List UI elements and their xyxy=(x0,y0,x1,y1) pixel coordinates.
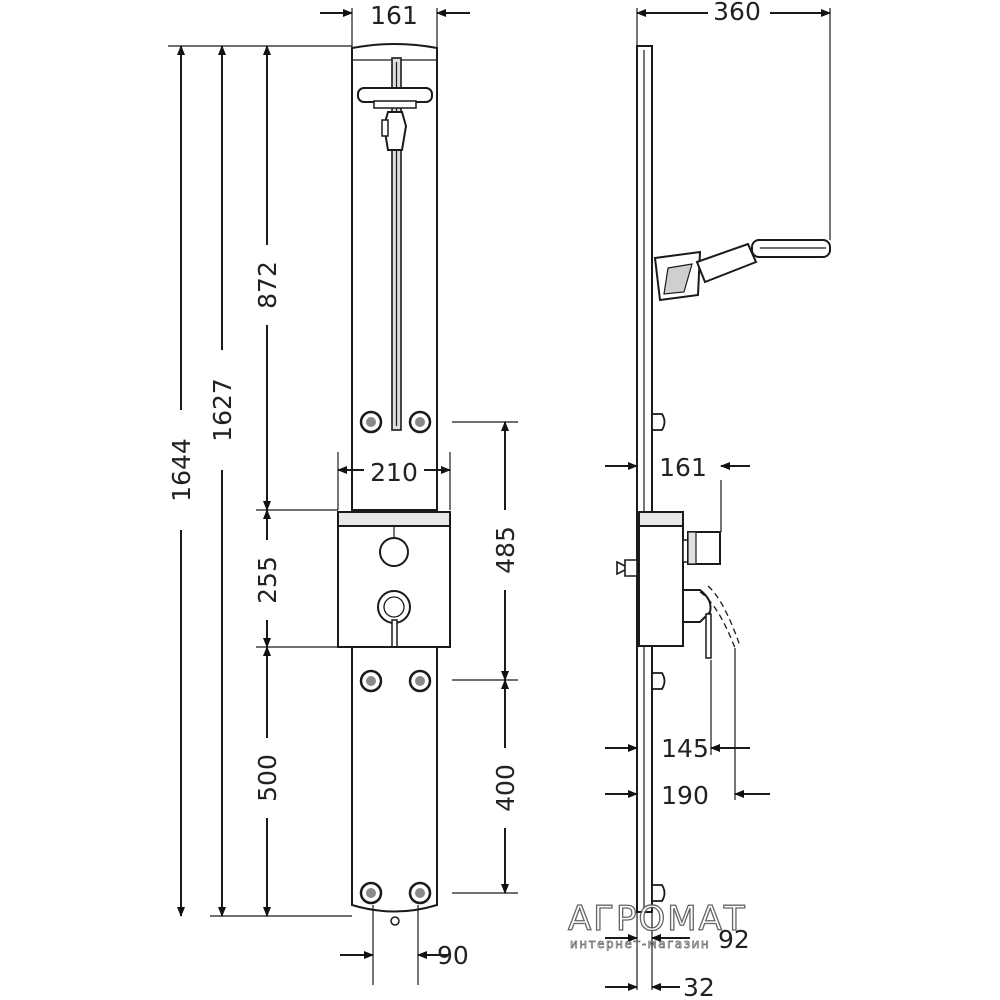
side-hand-shower xyxy=(653,239,831,302)
body-jet-upper-left xyxy=(359,410,383,434)
dim-lever-depth: 190 xyxy=(661,781,709,810)
side-mixer-handle xyxy=(682,589,712,623)
dim-total-height-a: 1644 xyxy=(167,438,196,502)
side-valve-fitting xyxy=(616,559,638,577)
dim-head-projection: 360 xyxy=(713,0,761,26)
mixer-block xyxy=(337,511,451,661)
dim-bottom-offset: 90 xyxy=(437,941,469,970)
side-jet-middle xyxy=(651,672,666,690)
dim-handle-depth: 145 xyxy=(661,734,709,763)
dim-outlet-spacing-lower: 400 xyxy=(491,764,520,812)
dim-outlet-spacing-upper: 485 xyxy=(491,526,520,574)
watermark: АГРОМАТ интернет-магазин xyxy=(567,898,747,951)
dim-offset-32: 32 xyxy=(683,973,715,1000)
dim-mixer-width: 210 xyxy=(370,458,418,487)
dim-mixer-height: 255 xyxy=(253,556,282,604)
watermark-tagline: интернет-магазин xyxy=(570,937,710,951)
body-jet-middle-right xyxy=(408,669,432,693)
dim-top-width: 161 xyxy=(370,1,418,30)
dim-offset-92: 92 xyxy=(718,925,750,954)
dim-total-height-b: 1627 xyxy=(208,378,237,442)
bottom-connector xyxy=(390,916,400,926)
shower-head xyxy=(357,87,433,151)
body-jet-middle-left xyxy=(359,669,383,693)
dim-mixer-depth: 161 xyxy=(659,453,707,482)
lower-panel xyxy=(351,646,438,913)
side-mixer-block xyxy=(616,511,741,659)
dim-upper-height: 872 xyxy=(253,261,282,309)
dim-lower-height: 500 xyxy=(253,754,282,802)
body-jet-lower-right xyxy=(408,881,432,905)
side-jet-lower xyxy=(651,884,666,902)
side-view: 360 161 145 190 92 32 xyxy=(605,0,831,1000)
side-jet-upper xyxy=(651,413,666,431)
watermark-brand: АГРОМАТ xyxy=(568,899,747,939)
front-view: 161 1644 1627 872 255 500 210 485 400 xyxy=(166,1,520,985)
diverter-knob xyxy=(379,537,409,567)
body-jet-upper-right xyxy=(408,410,432,434)
body-jet-lower-left xyxy=(359,881,383,905)
